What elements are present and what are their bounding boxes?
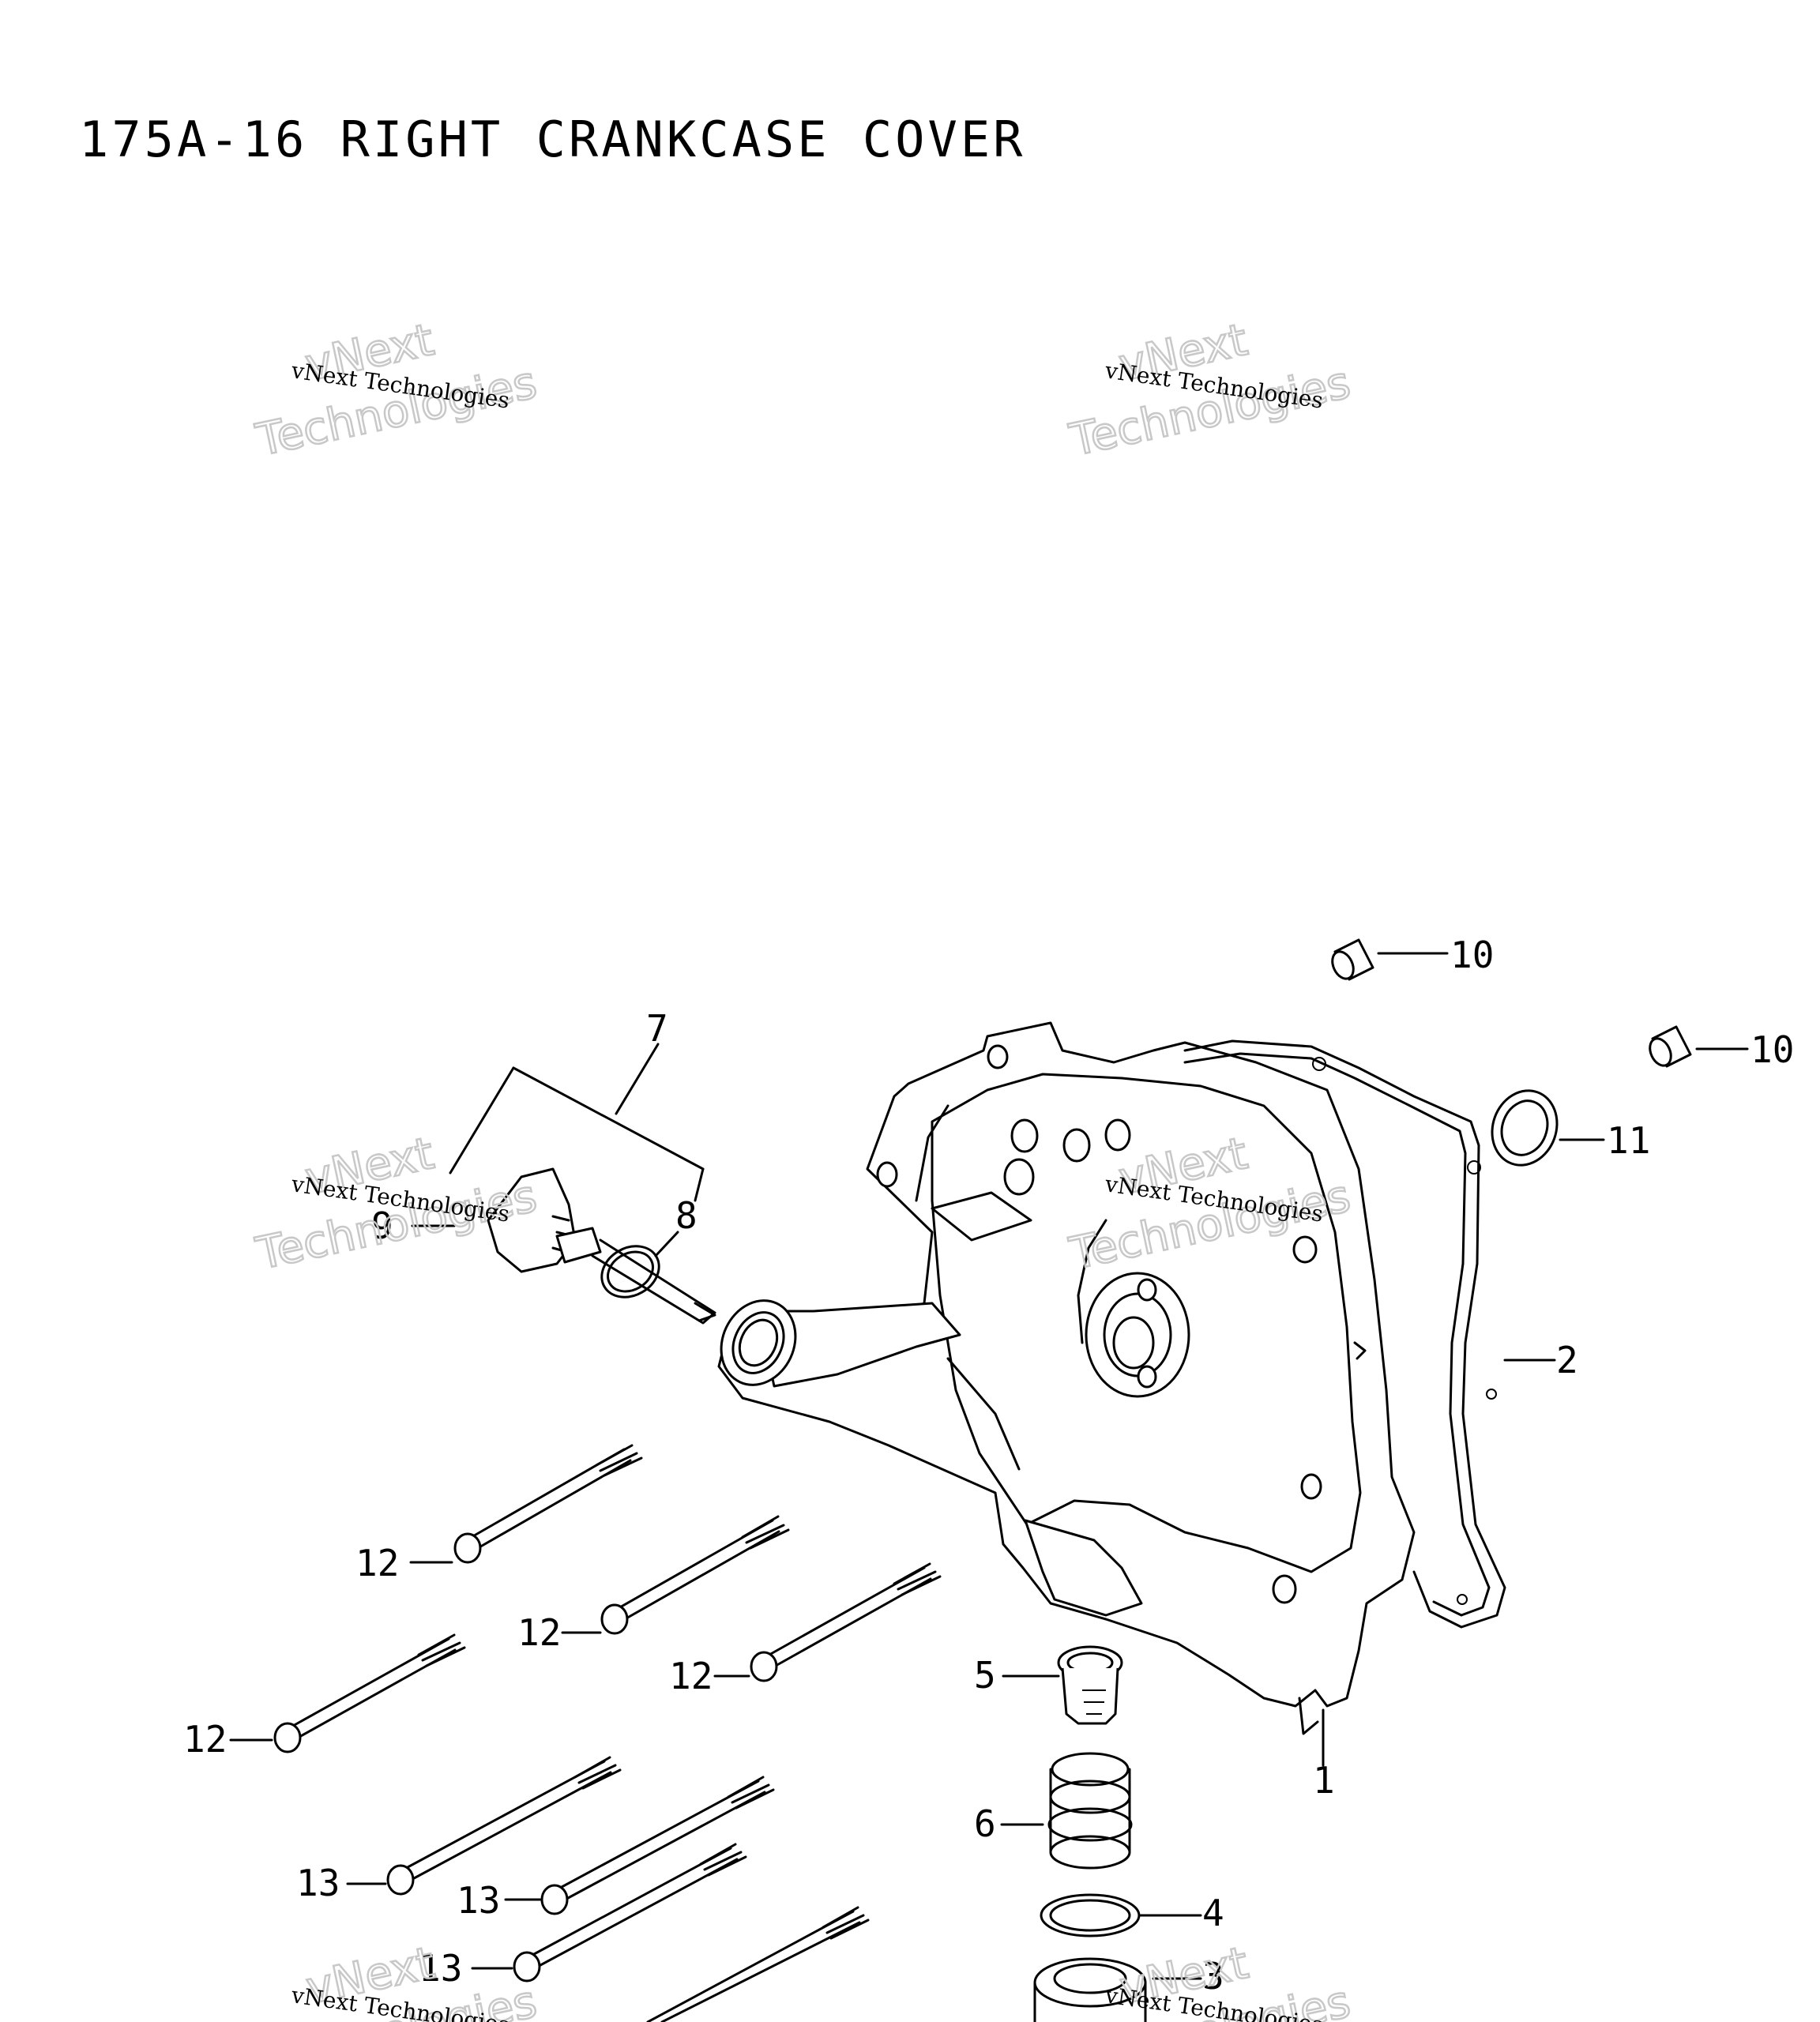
cover-center-boss — [1085, 1272, 1190, 1398]
label-part-13-c: 13 — [419, 1947, 462, 1990]
bolt-part-12-d — [273, 1633, 466, 1753]
dowel-pin-part-10-a — [1331, 938, 1374, 981]
label-part-10-a: 10 — [1450, 934, 1494, 976]
spring-part-6 — [1047, 1752, 1133, 1870]
bolt-part-13-a — [386, 1756, 622, 1896]
label-part-9: 9 — [371, 1205, 393, 1247]
oil-seal-part-11 — [1491, 1089, 1559, 1167]
bolt-part-12-b — [600, 1515, 790, 1635]
dowel-pin-part-10-b — [1649, 1025, 1692, 1068]
label-part-1: 1 — [1313, 1759, 1335, 1802]
label-part-8: 8 — [675, 1194, 698, 1237]
bolt-part-13-b — [540, 1776, 775, 1915]
drain-plug-part-3 — [1033, 1957, 1147, 2022]
label-part-13-b: 13 — [457, 1879, 500, 1922]
callout-labels: 10 10 11 2 1 4 3 6 5 7 8 9 12 12 12 12 1… — [183, 934, 1794, 1998]
label-part-12-c: 12 — [669, 1655, 713, 1697]
label-part-12-b: 12 — [517, 1611, 561, 1654]
label-part-10-b: 10 — [1750, 1028, 1794, 1071]
strainer-part-5 — [1057, 1645, 1123, 1725]
label-part-13-a: 13 — [296, 1862, 340, 1904]
bolt-part-13-c — [513, 1843, 747, 1983]
label-part-4: 4 — [1202, 1892, 1224, 1934]
label-part-5: 5 — [974, 1654, 996, 1697]
label-part-6: 6 — [974, 1802, 996, 1845]
filler-neck-ring — [720, 1299, 797, 1386]
crankcase-cover-part-1 — [717, 1021, 1416, 1735]
bolt-partial-bottom — [646, 1906, 870, 2022]
label-part-12-d: 12 — [183, 1718, 227, 1761]
bolt-part-12-a — [453, 1444, 643, 1564]
leader-lines — [229, 952, 1749, 1980]
label-part-2: 2 — [1556, 1339, 1578, 1381]
o-ring-part-8 — [600, 1245, 660, 1299]
label-part-3: 3 — [1202, 1955, 1224, 1998]
label-part-12-a: 12 — [355, 1542, 399, 1584]
label-part-7: 7 — [646, 1007, 668, 1050]
diagram-title: 175A-16 RIGHT CRANKCASE COVER — [79, 111, 1026, 168]
label-part-11: 11 — [1607, 1119, 1650, 1162]
gasket-part-2 — [1183, 1039, 1506, 1629]
o-ring-part-4 — [1040, 1893, 1141, 1937]
bolt-part-12-c — [750, 1562, 942, 1682]
